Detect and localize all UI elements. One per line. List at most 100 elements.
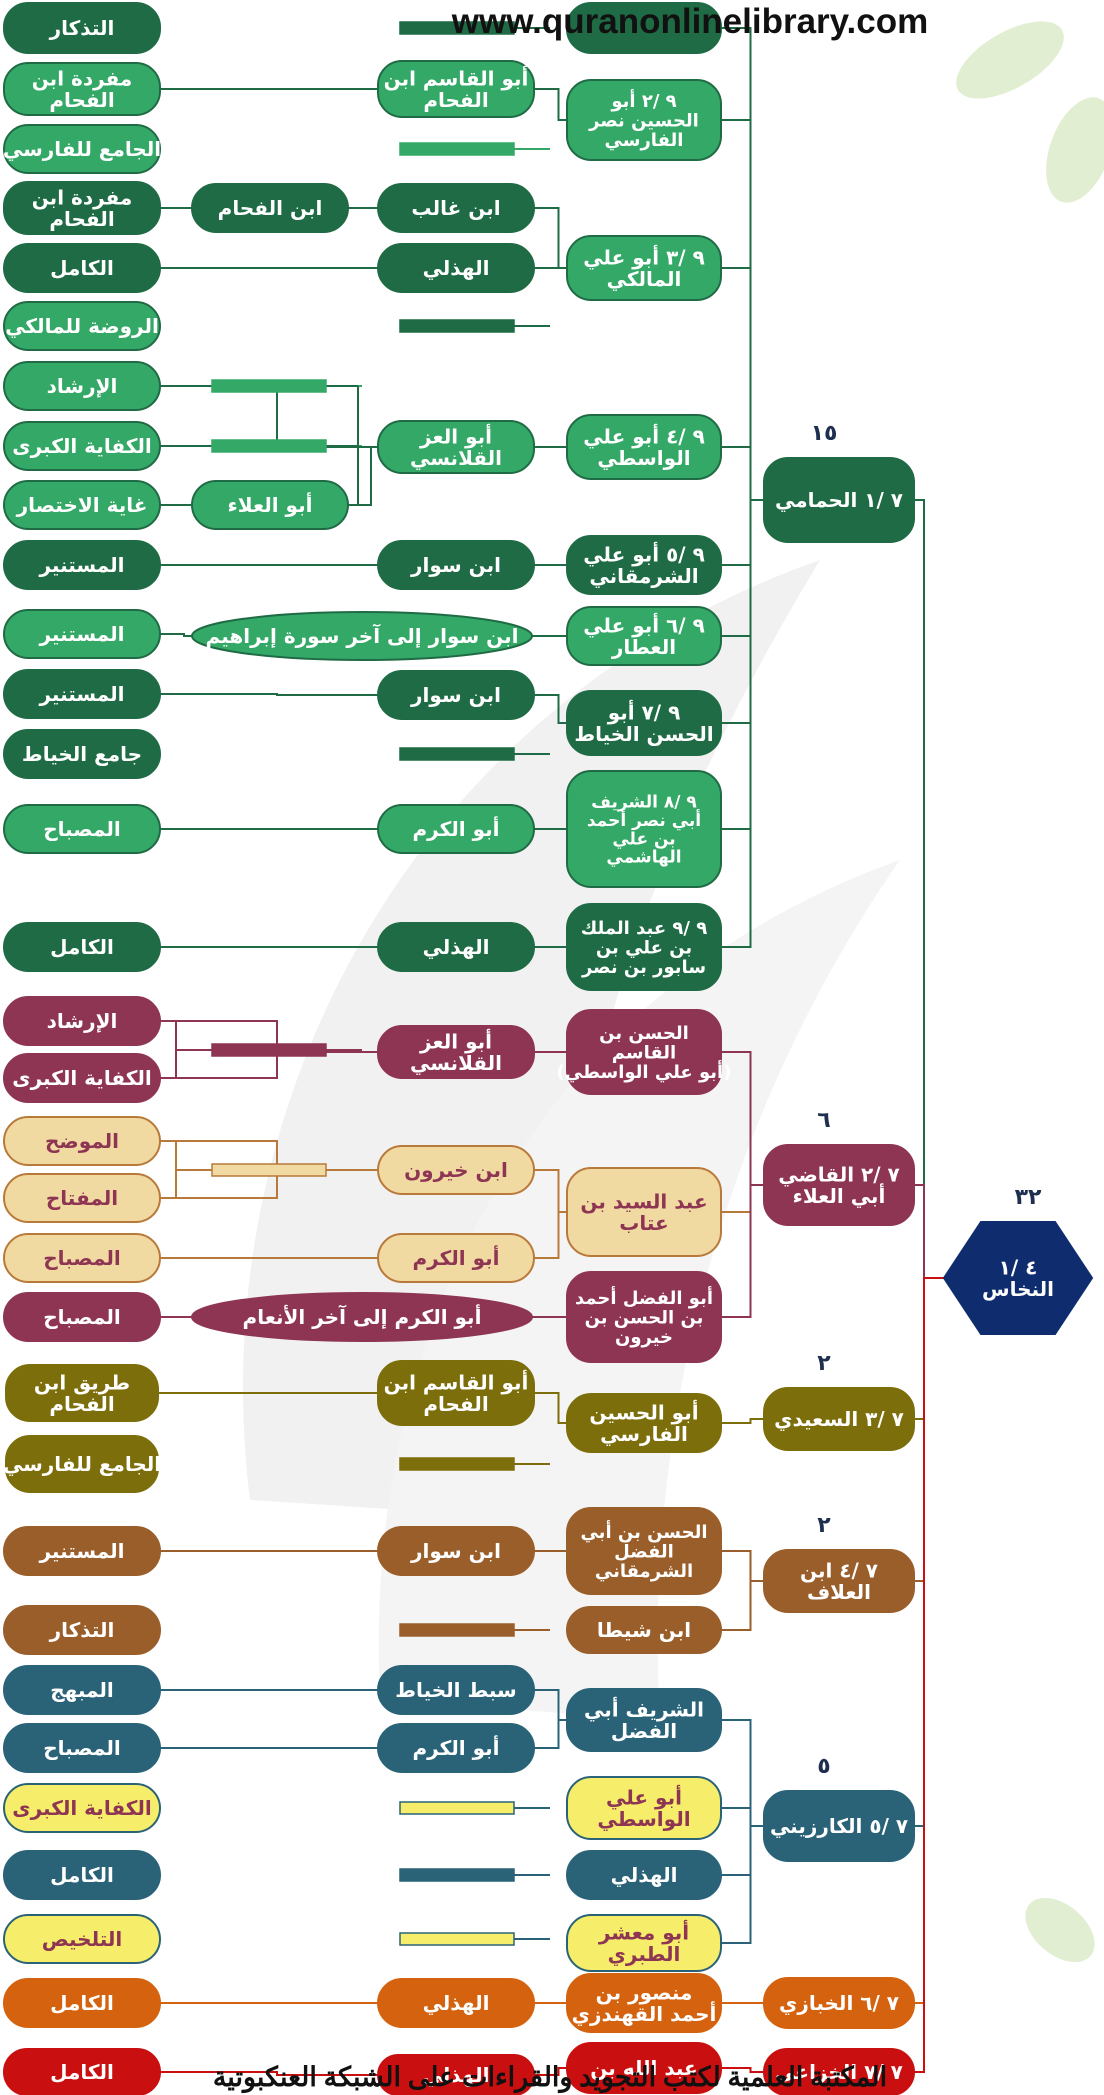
count-label: ٢ [817,1513,831,1538]
connector-b4-c4_2 [721,1580,764,1631]
node-shape [763,457,915,543]
connector-c1_7-d7 [534,694,567,724]
node-shape [3,1116,161,1166]
node-shape [566,1507,722,1595]
connector-root-b3 [914,1277,944,1420]
connector-b5-c5_3 [721,1825,764,1876]
connector-b2-c2_3 [721,1184,764,1318]
node-shape [5,1364,159,1422]
node-shape [3,1292,161,1342]
connector-root-b5 [914,1277,944,1827]
node-s32: الكامل [3,2048,161,2095]
node-label: أبو الكرم [413,1244,500,1270]
node-shape [3,1723,161,1773]
placeholder-bar [399,142,515,156]
node-shape [763,2048,915,2095]
node-shape [377,670,535,720]
node-shape [377,243,535,293]
node-shape [566,2042,722,2094]
leaf-decoration [1025,1897,1095,1963]
placeholder-bar [399,1801,515,1815]
node-s15: الكامل [3,922,161,972]
placeholder-bar [399,1457,515,1471]
connector-d4-e1 [348,446,378,506]
node-s17: الكفاية الكبرى [3,1053,161,1103]
connector-c3_1-d14 [534,1392,567,1424]
node-d11: ابن خيرون [377,1145,535,1195]
node-label: التذكار [49,1618,115,1642]
node-label: المصباح [43,1246,121,1270]
node-shape [377,1233,535,1283]
connector-c2_2-d12 [534,1211,567,1259]
node-shape [377,1025,535,1079]
connector-d19-s32 [160,2071,378,2076]
node-label: الكفاية الكبرى [12,1796,151,1820]
node-d5: ابن سوار [377,540,535,590]
node-shape [377,804,535,854]
node-shape [377,60,535,118]
connector-bracket [326,385,378,506]
node-s12: المستنير [3,669,161,719]
node-shape [3,480,161,530]
node-shape [566,1271,722,1363]
node-label: ابن سوار [410,683,501,707]
node-d19: الهذلي [377,2054,535,2095]
node-shape [566,1009,722,1095]
node-shape [566,1914,722,1972]
node-shape [3,124,161,174]
node-shape [3,540,161,590]
node-d15: ابن سوار [377,1526,535,1576]
node-shape [763,1790,915,1862]
connector-d4-s7 [160,385,378,448]
node-label: الكامل [50,935,114,959]
node-label: ٧ /٦ الخبازي [779,1991,899,2016]
connector-bracket [160,1020,212,1079]
node-label: الهذلي [423,256,490,281]
node-shape [3,1173,161,1223]
node-label: أبو العلاء [228,491,313,517]
node-s31: الكامل [3,1978,161,2028]
node-s8: الكفاية الكبرى [3,421,161,471]
node-label: المصباح [43,1305,121,1329]
node-shape [566,1776,722,1840]
placeholder-bar [211,439,327,453]
node-shape [763,1977,915,2029]
node-label: التلخيص [42,1927,123,1951]
node-label: جامع الخياط [22,742,142,766]
node-shape [191,1292,533,1342]
connector-d6-s11 [160,633,192,637]
node-shape [566,235,722,301]
node-d9: الهذلي [377,922,535,972]
website-header[interactable]: www.quranonlinelibrary.com [451,2,929,41]
connector-b4-c4_1 [721,1550,764,1582]
node-label: ابن سوار [410,553,501,577]
connector-root-b7 [914,1277,944,2073]
node-shape [566,1167,722,1257]
node-shape [377,1665,535,1715]
node-shape [5,1435,159,1493]
placeholder-bar [211,1163,327,1177]
node-d17: أبو الكرم [377,1723,535,1773]
node-label: الموضح [45,1129,119,1153]
node-d2: ابن غالب [377,183,535,233]
